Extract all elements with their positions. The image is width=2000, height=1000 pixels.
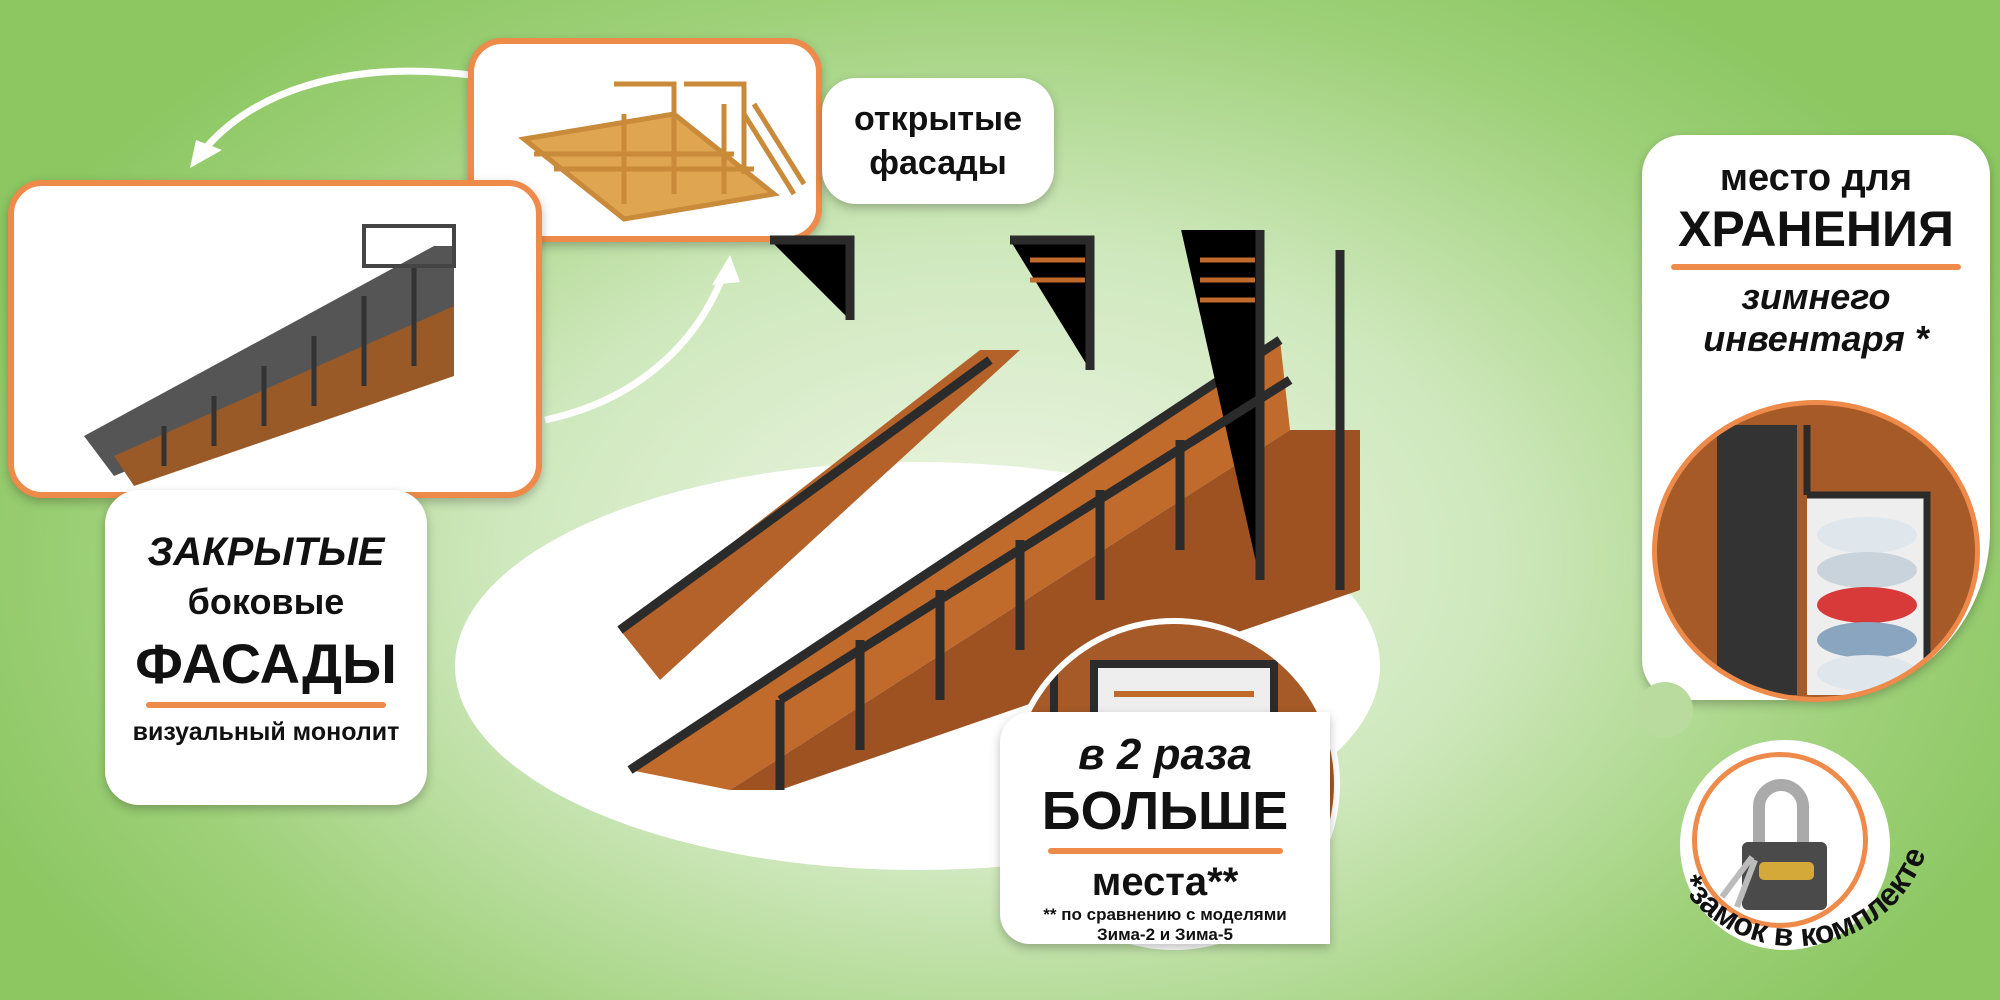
closed-facades-line1: ЗАКРЫТЫЕ: [147, 530, 385, 574]
storage-line3: зимнего: [1741, 276, 1891, 317]
accent-underline: [146, 702, 386, 708]
closed-facades-image-card: [8, 180, 542, 498]
space-note1: ** по сравнению с моделями: [1043, 905, 1287, 924]
closed-facades-label-card: ЗАКРЫТЫЕ боковые ФАСАДЫ визуальный монол…: [105, 490, 427, 805]
main-slide-image: [617, 230, 1360, 790]
storage-line4: инвентаря *: [1703, 318, 1929, 359]
arrow-to-closed: [197, 67, 471, 158]
arrow-head-icon: [190, 140, 222, 168]
lock-caption: *замок в комплекте: [1674, 842, 1932, 954]
lock-image: [1692, 752, 1868, 928]
open-facades-line1: открытые: [854, 100, 1022, 138]
accent-underline: [1671, 264, 1961, 270]
open-playground-image: [518, 81, 807, 222]
closed-facades-line4: визуальный монолит: [132, 718, 400, 746]
closed-facades-line2: боковые: [187, 581, 345, 622]
closed-facades-line3: ФАСАДЫ: [135, 632, 397, 695]
lock-caption-arc: *замок в комплекте: [1674, 842, 1932, 954]
open-facades-line2: фасады: [869, 144, 1007, 182]
open-facades-label-card: открытые фасады: [822, 78, 1054, 204]
space-line3: места**: [1091, 860, 1239, 904]
accent-underline: [1047, 848, 1283, 854]
more-space-card: в 2 раза БОЛЬШЕ места** ** по сравнению …: [1000, 712, 1330, 944]
space-line1: в 2 раза: [1078, 730, 1252, 779]
storage-card: место для ХРАНЕНИЯ зимнего инвентаря *: [1642, 135, 1990, 702]
storage-tubes-image: [1652, 400, 1980, 702]
arrow-head-icon: [712, 255, 740, 285]
space-note2: Зима-2 и Зима-5: [1097, 925, 1233, 944]
storage-line2: ХРАНЕНИЯ: [1678, 201, 1954, 257]
decorative-dot: [1637, 682, 1693, 738]
storage-line1: место для: [1719, 157, 1913, 199]
grey-slide-image: [84, 224, 456, 486]
space-line2: БОЛЬШЕ: [1041, 781, 1289, 841]
arrow-to-open: [544, 268, 729, 424]
